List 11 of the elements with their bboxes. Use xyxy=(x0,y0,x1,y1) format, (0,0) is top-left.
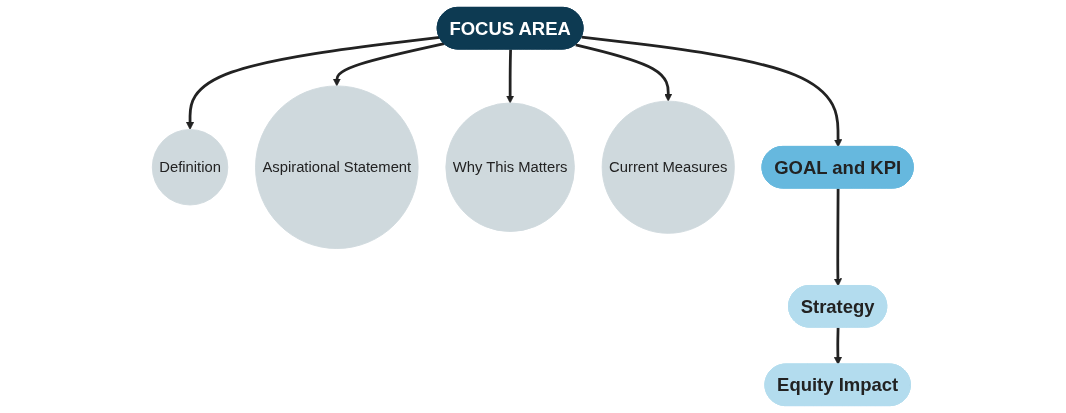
arrow xyxy=(581,35,843,148)
arrow xyxy=(506,49,515,104)
arrow xyxy=(186,35,441,130)
arrow xyxy=(332,42,445,87)
arrow xyxy=(834,188,843,287)
node-circle: Definition xyxy=(152,129,229,206)
arrow xyxy=(575,43,673,102)
arrow xyxy=(834,327,843,365)
node-circle: Why This Matters xyxy=(445,102,576,232)
node-circle: Aspirational Statement xyxy=(255,85,419,249)
node-circle: Current Measures xyxy=(601,100,735,234)
